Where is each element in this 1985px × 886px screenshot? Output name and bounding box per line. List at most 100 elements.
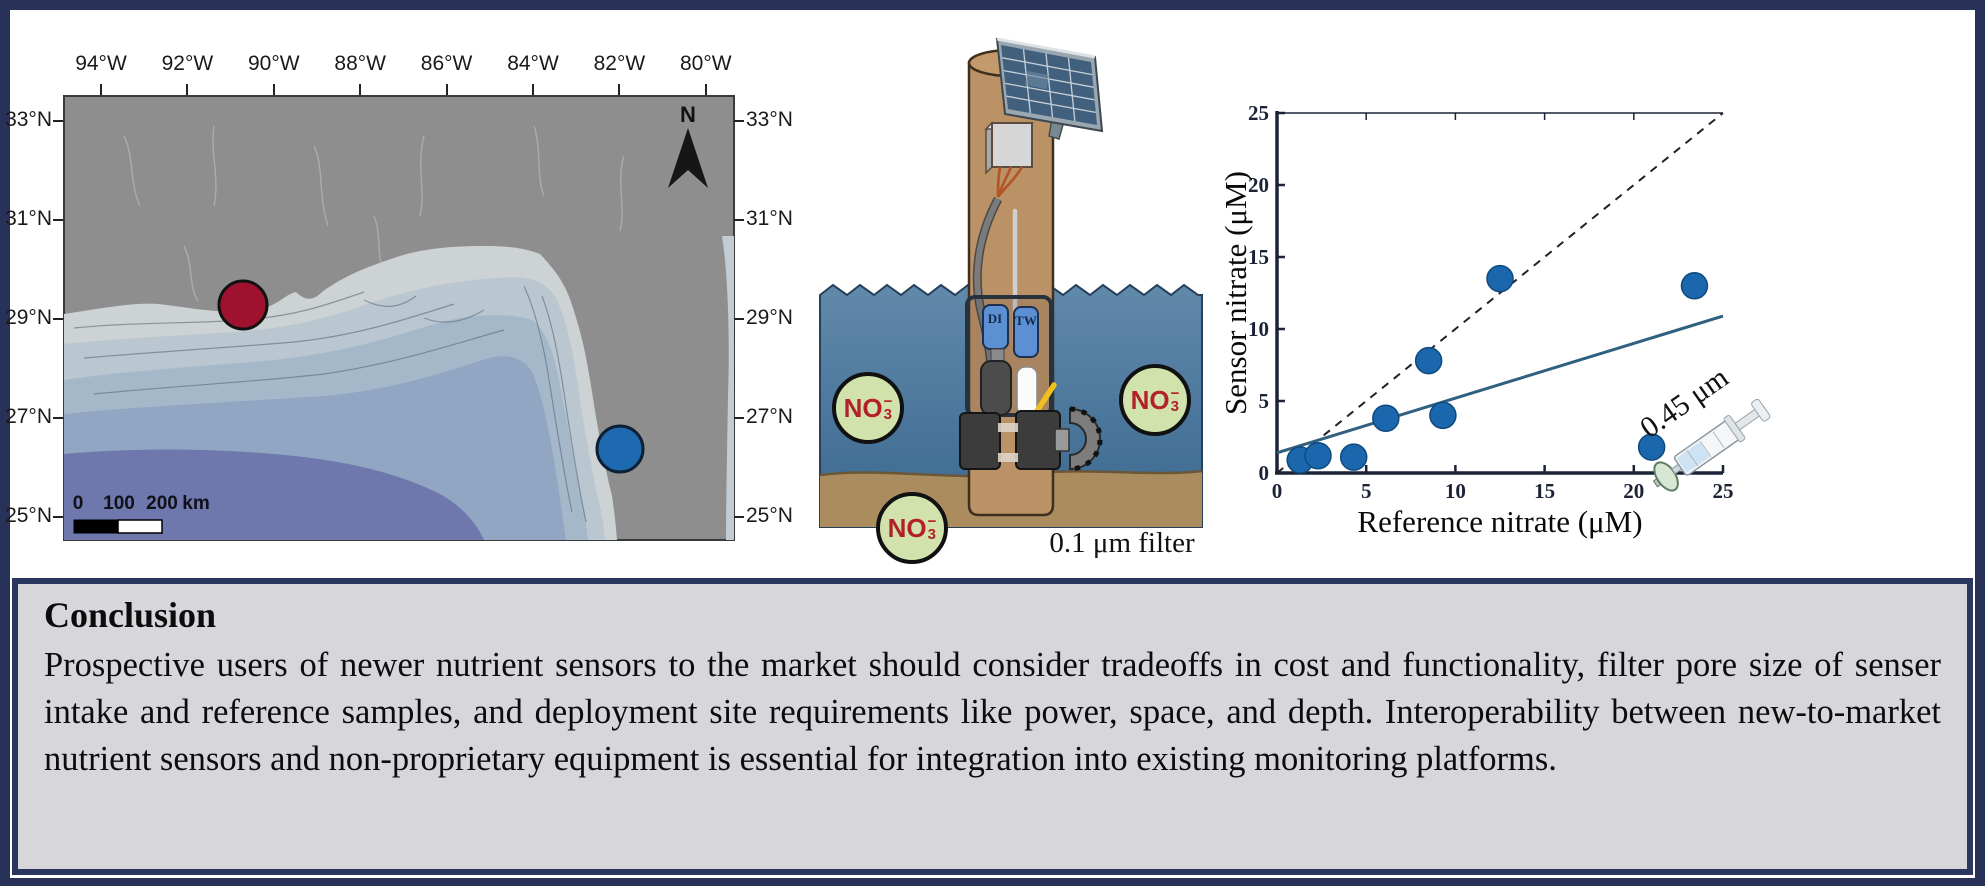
clamp-band-bottom [998,453,1018,462]
lat-tick-mark-right [734,417,744,419]
y-tick-label: 10 [1248,317,1269,341]
scalebar-label: 200 [146,493,178,514]
clamp-left [959,412,1001,470]
map-atlantic [722,236,734,540]
lon-tick-label: 92°W [161,52,214,75]
pump-icon [1054,406,1103,472]
north-arrow-label: N [680,102,696,127]
data-point [1486,264,1514,293]
lon-tick-mark [618,84,621,95]
y-tick-label: 25 [1248,101,1269,125]
data-point [1680,272,1709,300]
conclusion-heading: Conclusion [44,595,217,635]
scalebar-label: 0 [72,493,84,514]
scalebar-label: km [182,493,210,514]
syringe-icon [1652,398,1771,492]
x-axis-title: Reference nitrate (μM) [1357,504,1642,539]
yellow-cable [1034,382,1057,414]
x-tick-label: 10 [1445,479,1466,503]
lon-tick-mark [272,84,275,95]
conclusion-body: Prospective users of newer nutrient sens… [44,646,1941,778]
y-tick-label: 15 [1248,245,1269,269]
molecule-sub: 3 [1170,398,1179,415]
lat-tick-mark-right [734,318,744,320]
lon-tick-mark [704,84,707,95]
sample-tube [1016,366,1038,416]
clamp-right [1015,410,1061,470]
filter-caption: 0.1 μm filter [1049,527,1195,559]
lon-tick-label: 88°W [334,52,386,75]
solar-panel-icon [995,37,1104,140]
lat-tick-label-left: 27°N [5,405,52,428]
lat-tick-mark-right [734,516,744,518]
lat-tick-label-right: 33°N [746,108,793,131]
lat-tick-mark-left [53,417,63,419]
molecule-sup: − [1170,385,1180,402]
lon-tick-mark [532,84,534,95]
x-tick-label: 25 [1713,479,1734,503]
electronics-box [984,121,1034,175]
one-to-one-line [1276,112,1724,474]
lon-tick-label: 80°W [680,52,732,75]
north-arrow-icon: N [668,102,708,188]
data-point [1429,401,1457,430]
conclusion-box: Conclusion Prospective users of newer nu… [12,578,1973,875]
sensor-body [980,360,1012,416]
regression-line [1276,314,1724,455]
gulf-map: N [63,95,735,541]
lon-tick-label: 94°W [75,52,127,75]
clamp-band-top [998,423,1018,432]
data-point [1414,346,1443,375]
nitrate-molecule: NO−3 [832,372,904,444]
di-bottle-label: DI [988,311,1002,326]
map-marker-blue [595,424,645,474]
molecule-sub: 3 [927,526,936,543]
molecule-base: NO [1130,384,1170,415]
lat-tick-label-left: 25°N [5,504,52,527]
nitrate-molecule: NO−3 [876,492,948,564]
lat-tick-label-right: 27°N [746,405,793,428]
land-texture [123,125,625,302]
x-tick-label: 0 [1272,479,1283,503]
x-tick-label: 15 [1534,479,1555,503]
y-axis-title: Sensor nitrate (μM) [1218,171,1253,415]
y-tick-label: 5 [1259,389,1270,413]
scalebar-label: 100 [103,493,135,514]
lat-tick-mark-left [53,219,63,221]
map-scalebar [73,519,163,534]
lon-tick-label: 86°W [420,52,473,75]
lat-tick-label-right: 29°N [746,306,793,329]
map-sea-deep [64,449,484,540]
molecule-sub: 3 [883,406,892,423]
lon-tick-label: 90°W [248,52,300,75]
lon-tick-mark [445,84,448,95]
wires [996,166,1024,198]
lon-tick-mark [100,84,102,95]
lat-tick-label-right: 25°N [746,504,793,527]
molecule-sup: − [927,513,937,530]
map-marker-red [217,279,269,331]
data-point [1339,443,1368,471]
sensor-diagram: DI TW [819,37,1203,528]
nitrate-molecule: NO−3 [1119,364,1191,436]
tw-bottle: TW [1013,306,1039,358]
x-tick-label: 5 [1361,479,1372,503]
lon-tick-label: 84°W [507,52,559,75]
data-point [1637,433,1666,461]
lat-tick-label-left: 29°N [5,306,52,329]
molecule-base: NO [843,392,883,423]
lat-tick-mark-left [53,516,63,518]
data-point [1304,441,1332,470]
y-tick-label: 0 [1259,461,1270,485]
lat-tick-mark-right [734,120,744,122]
molecule-base: NO [887,512,927,543]
lat-tick-label-left: 33°N [5,108,52,131]
lon-tick-mark [186,84,189,95]
molecule-sup: − [883,393,893,410]
x-tick-label: 20 [1623,479,1644,503]
di-bottle: DI [982,304,1009,350]
data-point [1372,404,1400,433]
